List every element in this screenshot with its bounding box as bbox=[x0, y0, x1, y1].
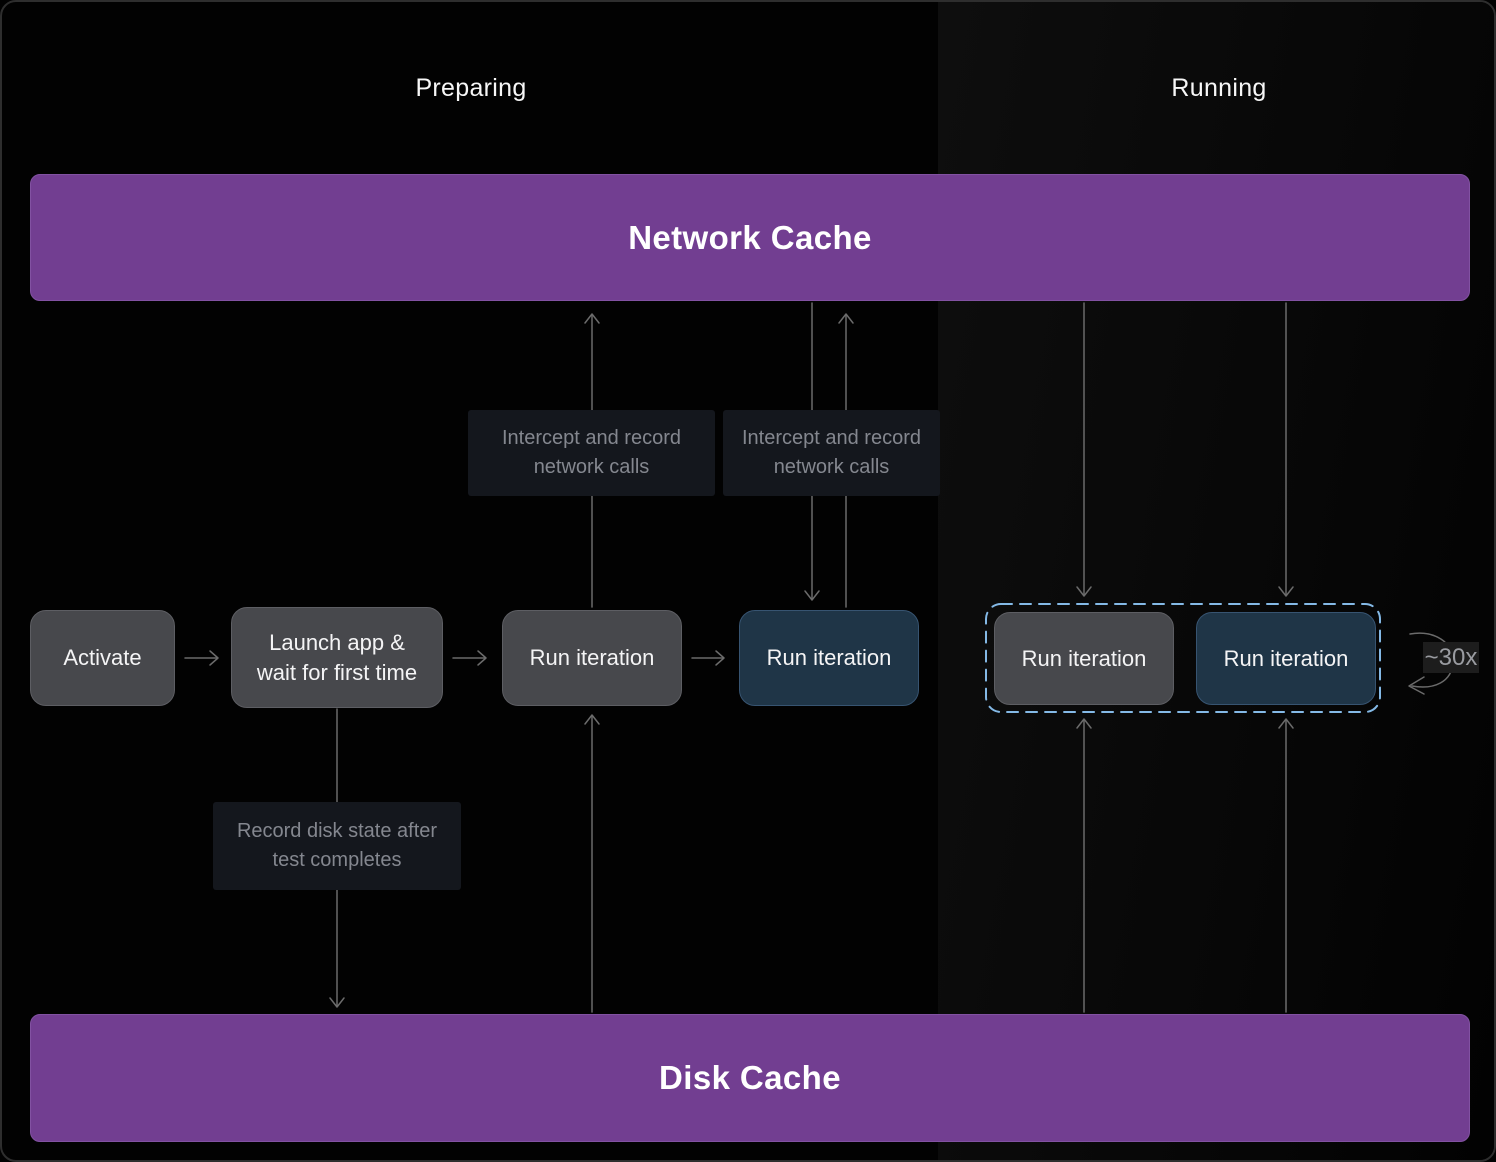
disk-cache-bar: Disk Cache bbox=[30, 1014, 1470, 1142]
arrow-down-icon bbox=[1076, 302, 1092, 597]
phase-label-running: Running bbox=[1171, 74, 1267, 102]
step-run-iteration-running-2: Run iteration bbox=[1196, 612, 1376, 705]
step-run-iteration-preparing-1: Run iteration bbox=[502, 610, 682, 706]
arrow-right-icon bbox=[691, 650, 725, 666]
annotation-intercept-network-calls-right: Intercept and record network calls bbox=[723, 410, 940, 496]
arrow-down-icon bbox=[1278, 302, 1294, 597]
arrow-right-icon bbox=[184, 650, 219, 666]
phase-label-preparing: Preparing bbox=[415, 74, 527, 102]
step-run-iteration-running-1: Run iteration bbox=[994, 612, 1174, 705]
arrow-up-icon bbox=[584, 714, 600, 1013]
repeat-count-badge: ~30x bbox=[1423, 642, 1479, 673]
dashed-selection-border bbox=[985, 603, 1381, 713]
disk-cache-label: Disk Cache bbox=[659, 1059, 841, 1096]
network-cache-bar: Network Cache bbox=[30, 174, 1470, 301]
step-run-iteration-preparing-2: Run iteration bbox=[739, 610, 919, 706]
arrow-up-icon bbox=[1278, 718, 1294, 1013]
network-cache-label: Network Cache bbox=[628, 218, 872, 256]
arrow-right-icon bbox=[452, 650, 487, 666]
arrow-up-icon bbox=[1076, 718, 1092, 1013]
annotation-intercept-network-calls-left: Intercept and record network calls bbox=[468, 410, 715, 496]
step-launch-app: Launch app & wait for first time bbox=[231, 607, 443, 708]
step-activate: Activate bbox=[30, 610, 175, 706]
annotation-record-disk-state: Record disk state after test completes bbox=[213, 802, 461, 890]
